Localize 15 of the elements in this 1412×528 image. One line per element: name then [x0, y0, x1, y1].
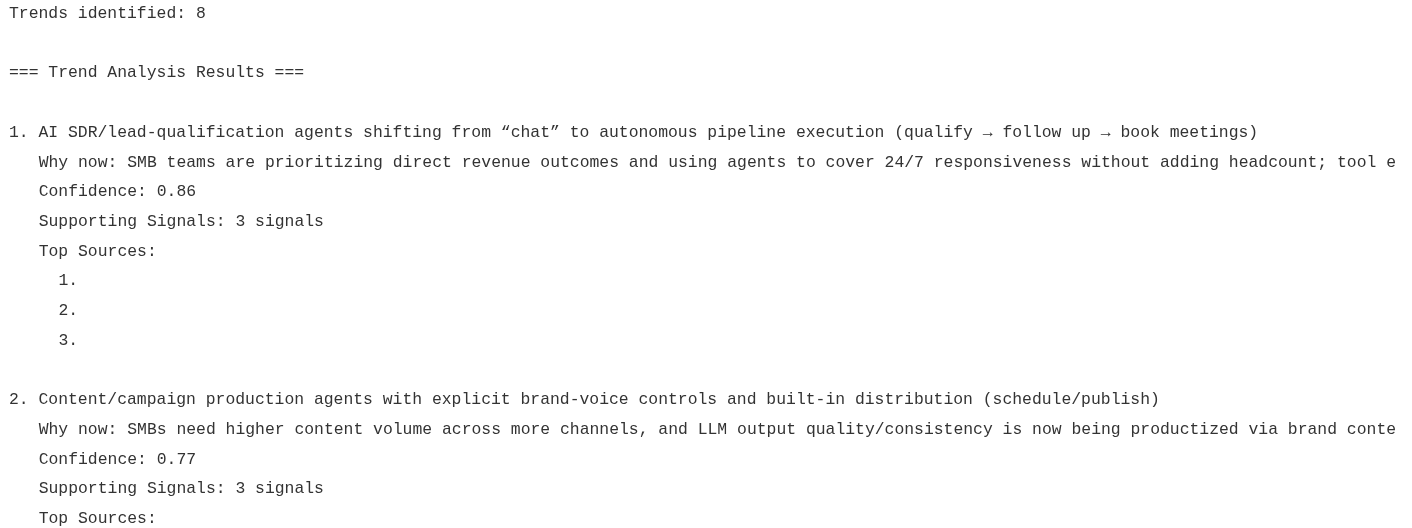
list-number: 1. [58, 271, 79, 292]
section-heading: === Trend Analysis Results === [9, 63, 305, 84]
sources-heading: Top Sources: [38, 508, 157, 528]
signals-text: Supporting Signals: 3 signals [38, 211, 324, 232]
list-number: 2. [58, 301, 79, 321]
confidence-text: Confidence: 0.86 [38, 182, 197, 203]
trend-title: 1. AI SDR/lead-qualification agents shifting from “chat” to autonomous pipeline execution (qualify → follow up → book meetings) [9, 122, 1259, 143]
trend-title: 2. Content/campaign production agents with explicit brand-voice controls and built-in distribution (schedule/publish) [9, 390, 1160, 411]
trend-description: Why now: SMBs need higher content volume across more channels, and LLM output quality/consistency is now being productized via brand conte [38, 419, 1397, 440]
status-text: Trends identified: 8 [9, 4, 206, 24]
confidence-text: Confidence: 0.77 [38, 449, 197, 470]
list-number: 3. [58, 330, 79, 351]
sources-heading: Top Sources: [38, 241, 157, 262]
trend-description: Why now: SMB teams are prioritizing direct revenue outcomes and using agents to cover 24/7 responsiveness without adding headcount; tool e [38, 152, 1397, 173]
signals-text: Supporting Signals: 3 signals [38, 479, 324, 500]
